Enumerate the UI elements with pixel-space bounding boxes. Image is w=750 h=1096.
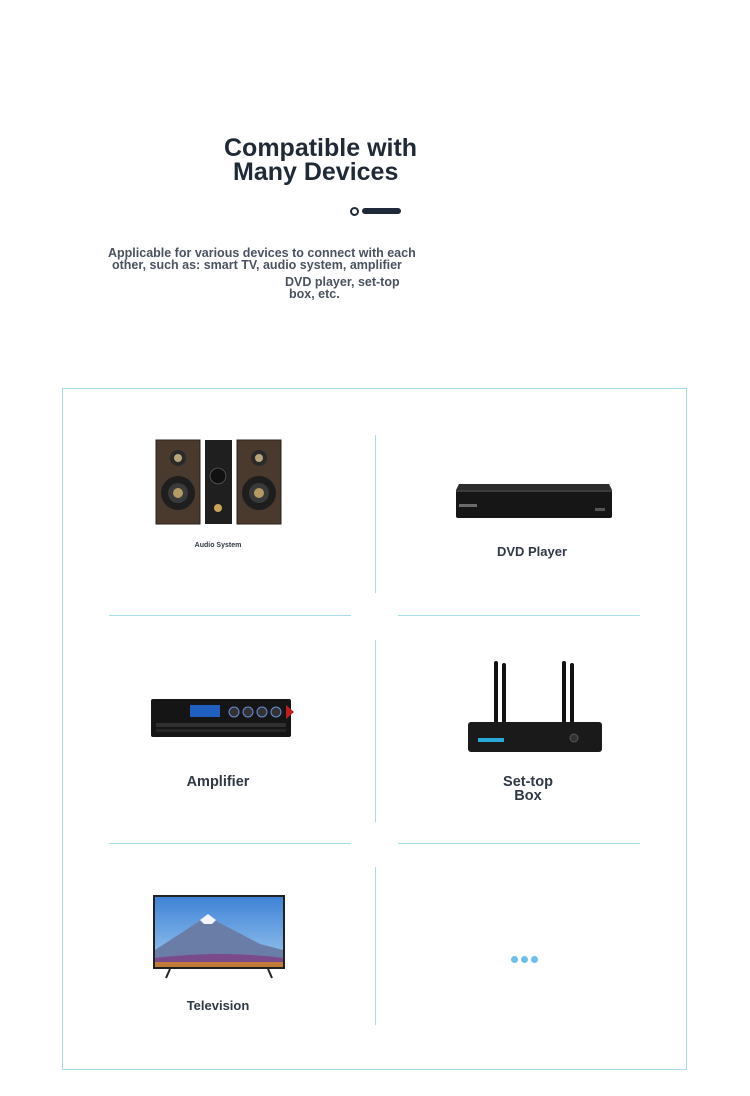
dot [521,956,528,963]
set-top-label-line-2: Box [514,788,542,804]
description-line-4: box, etc. [289,287,340,301]
grid-divider [398,615,640,616]
amplifier-icon [151,699,294,737]
grid-divider [375,867,376,1025]
set-top-box-icon [468,661,602,752]
description-line-3: DVD player, set-top [285,275,400,289]
dvd-player-icon [456,484,612,518]
dot [531,956,538,963]
device-label-audio-system: Audio System [194,542,242,549]
divider-dot [350,207,359,216]
television-icon [153,895,285,979]
device-label-dvd-player: DVD Player [496,544,568,559]
divider-bar [362,208,401,214]
device-label-television: Television [186,998,250,1013]
grid-divider [109,843,351,844]
grid-divider [375,640,376,822]
title-line-2: Many Devices [233,158,399,186]
devices-panel [62,388,687,1070]
speaker-system-icon [155,439,282,525]
more-dots-icon [511,950,541,968]
title-line-1: Compatible with [224,134,418,162]
dot [511,956,518,963]
grid-divider [398,843,640,844]
device-label-set-top-box: Set-top Box [478,774,578,804]
grid-divider [109,615,351,616]
device-label-amplifier: Amplifier [186,774,250,790]
set-top-label-line-1: Set-top [503,774,553,790]
grid-divider [375,435,376,593]
description-line-1: Applicable for various devices to connec… [108,246,416,260]
description-line-2: other, such as: smart TV, audio system, … [112,258,402,272]
page-title: Compatible with Many Devices [224,134,524,186]
